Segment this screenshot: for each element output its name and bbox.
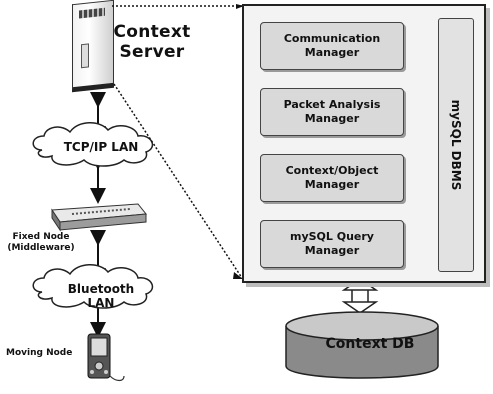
packet-analysis-manager-block: Packet Analysis Manager <box>260 88 404 136</box>
bluetooth-lan-label: Bluetooth LAN <box>67 282 135 310</box>
zoom-line-bottom <box>113 83 243 279</box>
mysql-dbms-label: mySQL DBMS <box>449 99 463 191</box>
moving-node-device-icon <box>87 333 125 382</box>
moving-node-label: Moving Node <box>6 348 73 358</box>
mysql-query-manager-block: mySQL Query Manager <box>260 220 404 268</box>
communication-manager-block: Communication Manager <box>260 22 404 70</box>
bluetooth-cloud-shape <box>32 264 154 309</box>
context-object-manager-block: Context/Object Manager <box>260 154 404 202</box>
mysql-dbms-block: mySQL DBMS <box>438 18 474 272</box>
context-db-label: Context DB <box>325 336 415 352</box>
context-db-cylinder <box>285 311 439 379</box>
db-connector-arrow <box>341 278 379 314</box>
fixed-node-device-icon <box>51 203 147 232</box>
tcp-ip-lan-label: TCP/IP LAN <box>63 140 139 154</box>
fixed-node-label: Fixed Node (Middleware) <box>7 232 75 253</box>
context-server-label: Context Server <box>113 22 191 62</box>
context-server-architecture-box: Communication Manager Packet Analysis Ma… <box>242 4 486 283</box>
